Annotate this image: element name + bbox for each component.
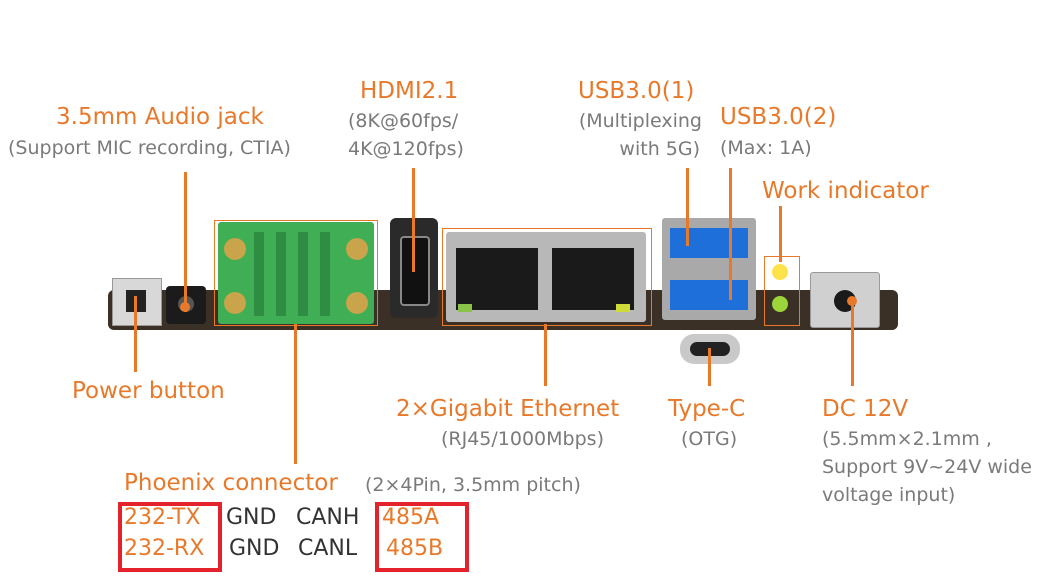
dc-leader xyxy=(851,300,854,386)
ethernet-led-2 xyxy=(616,304,630,312)
audio-leader xyxy=(184,172,187,312)
power-button-title: Power button xyxy=(72,378,225,404)
usb1-subtitle-1: (Multiplexing xyxy=(578,110,702,132)
led-indicator-2 xyxy=(772,296,788,312)
audio-leader-dot xyxy=(180,302,190,312)
ethernet-leader xyxy=(544,324,547,386)
dc-jack-hole xyxy=(834,290,856,312)
phoenix-screw-left-bottom xyxy=(224,292,246,314)
ethernet-title: 2×Gigabit Ethernet xyxy=(396,396,620,422)
hdmi-port xyxy=(400,236,430,306)
led-indicator-1 xyxy=(772,264,788,280)
phoenix-screw-left-top xyxy=(224,238,246,260)
rs232-highlight xyxy=(118,502,222,572)
ethernet-led-1 xyxy=(458,304,472,312)
ethernet-port-2 xyxy=(552,248,634,310)
phoenix-highlight-box xyxy=(214,220,378,326)
hdmi-leader xyxy=(412,168,415,272)
pin-232-tx: 232-TX xyxy=(124,505,201,530)
phoenix-screw-right-bottom xyxy=(346,292,368,314)
typec-title: Type-C xyxy=(668,396,746,422)
work-indicator-title: Work indicator xyxy=(762,178,929,204)
phoenix-title: Phoenix connector xyxy=(124,470,338,496)
usb1-subtitle-2: with 5G) xyxy=(619,138,700,160)
usb2-title: USB3.0(2) xyxy=(720,104,837,130)
audio-title: 3.5mm Audio jack xyxy=(56,104,264,130)
usb-port-1 xyxy=(670,228,748,258)
usb2-leader xyxy=(729,168,732,300)
typec-subtitle: (OTG) xyxy=(681,428,738,450)
pin-485b: 485B xyxy=(386,536,444,561)
work-leader xyxy=(779,206,782,262)
usb2-subtitle: (Max: 1A) xyxy=(720,137,812,159)
power-leader xyxy=(134,296,137,372)
phoenix-subtitle: (2×4Pin, 3.5mm pitch) xyxy=(365,474,581,496)
phoenix-leader xyxy=(294,324,297,464)
hdmi-subtitle-1: (8K@60fps/ xyxy=(348,110,459,132)
usb1-title: USB3.0(1) xyxy=(578,78,695,104)
dc-subtitle-3: voltage input) xyxy=(822,484,956,506)
phoenix-screw-right-top xyxy=(346,238,368,260)
led-highlight-box xyxy=(764,256,800,326)
pin-gnd-1: GND xyxy=(226,505,277,530)
dc-subtitle-1: (5.5mm×2.1mm , xyxy=(822,428,992,450)
phoenix-slots xyxy=(254,232,340,316)
hdmi-subtitle-2: 4K@120fps) xyxy=(348,138,464,160)
ethernet-highlight-box xyxy=(442,228,652,326)
pin-canh: CANH xyxy=(296,505,360,530)
typec-leader xyxy=(708,348,711,386)
dc-title: DC 12V xyxy=(822,396,909,422)
usb-port-2 xyxy=(670,280,748,310)
hdmi-title: HDMI2.1 xyxy=(360,78,459,104)
dc-subtitle-2: Support 9V~24V wide xyxy=(822,456,1032,478)
usb1-leader xyxy=(686,168,689,246)
ethernet-subtitle: (RJ45/1000Mbps) xyxy=(441,428,604,450)
rs485-highlight xyxy=(375,502,469,572)
pin-485a: 485A xyxy=(382,505,440,530)
audio-subtitle: (Support MIC recording, CTIA) xyxy=(8,137,291,159)
pin-232-rx: 232-RX xyxy=(124,536,205,561)
dc-leader-dot xyxy=(847,296,857,306)
ethernet-port-1 xyxy=(456,248,538,310)
pin-gnd-2: GND xyxy=(229,536,280,561)
pin-canl: CANL xyxy=(298,536,358,561)
